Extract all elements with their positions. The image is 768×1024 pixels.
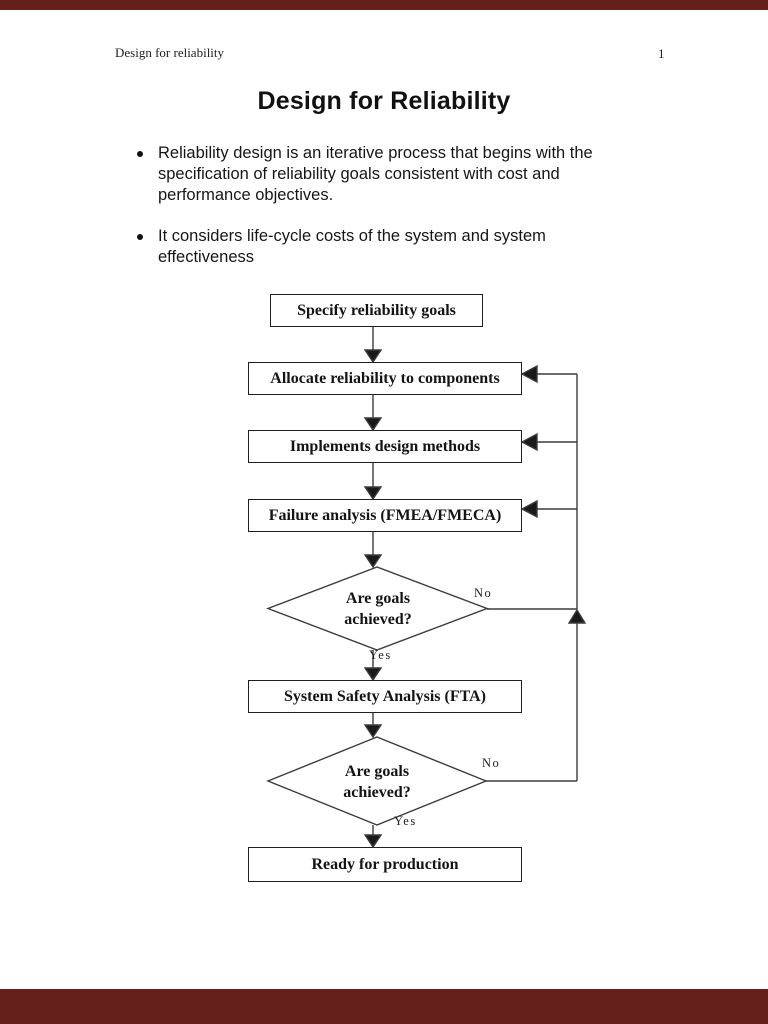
document-page: Design for reliability 1 Design for Reli… [0,10,768,989]
bullet-dot-icon [137,234,143,240]
viewer-background-top [0,0,768,10]
bullet-dot-icon [137,151,143,157]
flow-box-allocate-reliability: Allocate reliability to components [248,362,522,395]
branch-label-yes-2: Yes [394,814,417,828]
bullet-item: It considers life-cycle costs of the sys… [137,226,647,268]
decision-diamonds [266,566,489,826]
running-header: Design for reliability [115,45,225,60]
decision-diamond-2 [266,736,488,826]
flowchart-connectors [266,327,587,849]
connector-main-flow [363,327,383,849]
flow-box-safety-analysis: System Safety Analysis (FTA) [248,680,522,713]
bullet-text: It considers life-cycle costs of the sys… [158,227,546,266]
page-number: 1 [658,46,665,61]
flow-box-ready-production: Ready for production [248,847,522,882]
decision-2-label: Are goals achieved? [343,763,411,801]
bullet-item: Reliability design is an iterative proce… [137,143,647,206]
decision-1-label: Are goals achieved? [344,590,412,628]
branch-label-no-1: No [474,586,493,600]
flow-box-failure-analysis: Failure analysis (FMEA/FMECA) [248,499,522,532]
viewer-background-bottom [0,989,768,1024]
page-title: Design for Reliability [257,87,511,115]
flow-box-specify-goals: Specify reliability goals [270,294,483,327]
branch-label-yes-1: Yes [369,648,392,662]
flow-box-implements-design: Implements design methods [248,430,522,463]
bullet-text: Reliability design is an iterative proce… [158,144,593,204]
branch-label-no-2: No [482,756,501,770]
decision-diamond-1 [266,566,489,651]
connector-feedback-loop [485,364,587,782]
